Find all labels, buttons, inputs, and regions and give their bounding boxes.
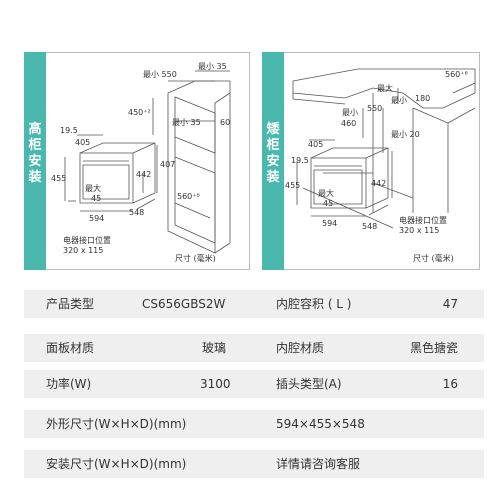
low-cabinet-title: 矮柜安装 [266,122,280,185]
outlet-label: 电器接口位置 [63,235,111,245]
spec-value: 详情请咨询客服 [276,457,361,471]
dim-594: 594 [322,219,337,228]
dim-max-top: 最大 [377,83,393,93]
spec-row: 外形尺寸(W×H×D)(mm) 594×455×548 [24,410,484,438]
spec-value: 594×455×548 [276,417,365,431]
low-cabinet-tab: 矮柜安装 [262,52,284,270]
spec-label: 插头类型(A) [276,377,342,391]
spec-label: 功率(W) [46,377,92,391]
dim-450: 450⁺² [128,108,151,117]
dim-455: 455 [51,174,66,183]
low-cabinet-panel: 矮柜安装 [262,52,480,270]
dim-min550: 最小 550 [143,70,177,79]
spec-row: 安装尺寸(W×H×D)(mm) 详情请咨询客服 [24,450,484,478]
dim-405: 405 [308,140,323,149]
spec-label: 面板材质 [46,341,95,355]
unit-label: 尺寸 (毫米) [175,253,216,263]
dim-548: 548 [129,208,144,217]
dim-60: 60 [220,118,230,127]
dim-max45: 45 [91,194,101,203]
dim-180: 180 [415,94,430,103]
dim-min-left: 最小 [342,108,358,117]
tall-cabinet-tab: 高柜安装 [24,52,46,270]
spec-row: 功率(W) 3100 插头类型(A) 16 [24,370,484,398]
dim-560: 560⁺⁸ [445,70,468,79]
spec-value: 黑色搪瓷 [409,341,458,355]
tall-cabinet-diagram: 最小 550 最小 35 450⁺² 最小 35 60 19.5 405 455… [51,62,231,263]
dim-407: 407 [160,160,175,169]
spec-value: 47 [442,297,458,311]
dim-455: 455 [285,181,300,190]
dim-max45: 45 [323,199,333,208]
spec-row: 面板材质 玻璃 内腔材质 黑色搪瓷 [24,334,484,362]
dim-594: 594 [89,214,104,223]
spec-value: 16 [442,377,458,391]
dim-min20: 最小 20 [391,130,420,139]
spec-value: 玻璃 [202,341,227,355]
dim-548: 548 [362,222,377,231]
dim-max-label: 最大 [318,188,334,198]
unit-label: 尺寸 (毫米) [413,253,454,263]
outlet-size: 320 x 115 [399,226,439,235]
dim-560: 560⁺⁸ [177,192,200,201]
dim-19-5: 19.5 [291,156,309,165]
dim-min35-mid: 最小 35 [172,118,201,127]
spec-label: 内腔材质 [276,341,325,355]
low-cabinet-diagram: 560⁺⁸ 最小 460 最大 550 最小 180 最小 20 19.5 40… [285,68,476,263]
dim-405: 405 [75,138,90,147]
tall-cabinet-panel: 高柜安装 最小 550 [24,52,250,270]
dim-min-small: 最小 [391,96,407,105]
spec-label: 产品类型 [46,297,95,311]
spec-label: 外形尺寸(W×H×D)(mm) [46,417,187,431]
spec-value: CS656GBS2W [142,297,226,311]
dim-550: 550 [367,104,382,113]
dim-19-5: 19.5 [60,126,78,135]
dim-442: 442 [136,170,151,179]
dim-min35-top: 最小 35 [198,62,227,71]
tall-cabinet-title: 高柜安装 [28,122,42,185]
dim-460: 460 [341,119,356,128]
dim-442: 442 [371,179,386,188]
spec-label: 安装尺寸(W×H×D)(mm) [46,457,187,471]
outlet-size: 320 x 115 [63,246,103,255]
dim-max-label: 最大 [85,183,101,193]
outlet-label: 电器接口位置 [399,215,447,225]
spec-row: 产品类型 CS656GBS2W 内腔容积 ( L ) 47 [24,290,484,318]
spec-label: 内腔容积 ( L ) [276,297,352,311]
spec-value: 3100 [200,377,231,391]
